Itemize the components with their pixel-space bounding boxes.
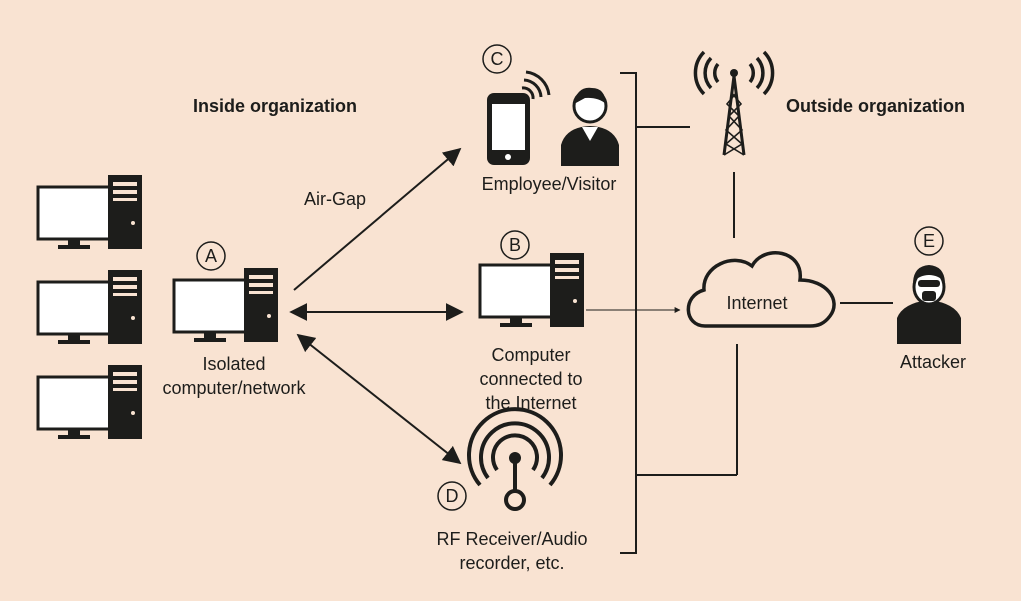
rf-label-line2: recorder, etc.	[459, 553, 564, 573]
marker-e: E	[923, 231, 935, 251]
organization-boundary	[620, 72, 637, 554]
desktop-computer-icon	[478, 251, 586, 329]
air-gap-label: Air-Gap	[304, 189, 366, 209]
marker-a: A	[205, 246, 217, 266]
marker-c: C	[491, 49, 504, 69]
arrow-to-employee	[293, 147, 462, 291]
marker-d-circle	[437, 481, 467, 511]
marker-a-circle	[196, 241, 226, 271]
person-icon	[561, 87, 619, 166]
isolated-label-line2: computer/network	[162, 378, 306, 398]
marker-d: D	[446, 486, 459, 506]
desktop-computer-icon	[36, 268, 144, 346]
isolated-label-line1: Isolated	[202, 354, 265, 374]
desktop-computer-icon	[36, 363, 144, 441]
marker-e-circle	[914, 226, 944, 256]
desktop-computer-icon	[36, 173, 144, 251]
marker-b: B	[509, 235, 521, 255]
rf-receiver-icon	[467, 407, 563, 511]
cloud-icon	[686, 251, 836, 328]
employee-visitor-label: Employee/Visitor	[482, 174, 617, 194]
hacker-icon	[897, 265, 961, 344]
outside-organization-heading: Outside organization	[786, 96, 965, 116]
marker-c-circle	[482, 44, 512, 74]
internet-label: Internet	[726, 293, 787, 313]
inside-organization-heading: Inside organization	[193, 96, 357, 116]
marker-b-circle	[500, 230, 530, 260]
desktop-computer-icon	[172, 266, 280, 344]
connected-label-line1: Computer	[491, 345, 570, 365]
attacker-label: Attacker	[900, 352, 966, 372]
connected-label-line2: connected to	[479, 369, 582, 389]
smartphone-icon	[487, 70, 551, 165]
arrow-to-rf-receiver	[296, 333, 462, 465]
rf-label-line1: RF Receiver/Audio	[436, 529, 587, 549]
cell-tower-icon	[693, 50, 775, 156]
